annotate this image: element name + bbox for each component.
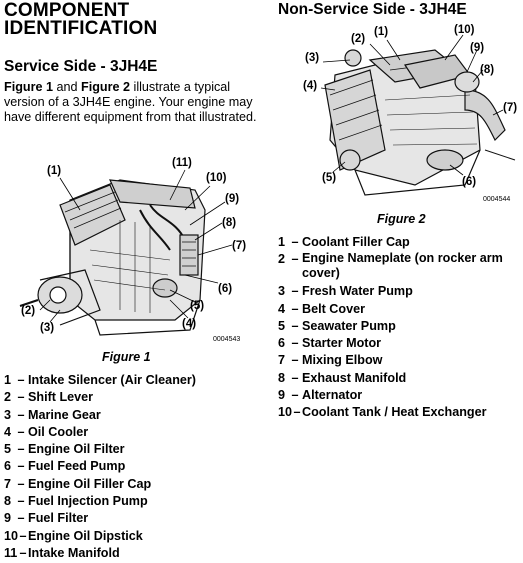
service-side-heading: Service Side - 3JH4E bbox=[4, 58, 158, 75]
list-item: 9–Alternator bbox=[278, 388, 363, 403]
list-item: 10–Engine Oil Dipstick bbox=[4, 528, 143, 543]
list-item: 3–Marine Gear bbox=[4, 407, 101, 422]
fig2-callout-10: (10) bbox=[454, 24, 475, 36]
list-item: 1–Intake Silencer (Air Cleaner) bbox=[4, 373, 196, 387]
fig2-callout-6: (6) bbox=[462, 176, 477, 188]
list-item: 7–Engine Oil Filler Cap bbox=[4, 476, 152, 491]
fig2-callout-5: (5) bbox=[322, 172, 337, 184]
list-item: 11–Intake Manifold bbox=[4, 545, 120, 560]
fig2-callout-9: (9) bbox=[470, 42, 485, 54]
figure2-ref: Figure 2 bbox=[81, 80, 131, 94]
list-item: 6–Starter Motor bbox=[278, 336, 382, 351]
list-item: 5–Engine Oil Filter bbox=[4, 442, 125, 457]
fig1-callout-4: (4) bbox=[182, 318, 197, 330]
fig1-callout-9: (9) bbox=[225, 193, 240, 205]
figure2-caption: Figure 2 bbox=[377, 212, 426, 226]
figure2-id: 0004544 bbox=[483, 196, 511, 203]
figure1-parts-list: 1–Intake Silencer (Air Cleaner) 2–Shift … bbox=[4, 372, 196, 562]
fig1-callout-10: (10) bbox=[206, 172, 227, 184]
fig1-callout-8: (8) bbox=[222, 217, 237, 229]
figure1-caption: Figure 1 bbox=[102, 350, 151, 364]
fig1-callout-1: (1) bbox=[47, 165, 62, 177]
figure1-id: 0004543 bbox=[213, 336, 241, 343]
fig2-callout-8: (8) bbox=[480, 64, 495, 76]
fig2-callout-4: (4) bbox=[303, 80, 318, 92]
figure2-parts-list: 1–Coolant Filler Cap 2–Engine Nameplate … bbox=[278, 234, 523, 422]
fig1-callout-5: (5) bbox=[190, 300, 205, 312]
intro-and: and bbox=[53, 80, 82, 94]
list-item: 3–Fresh Water Pump bbox=[278, 284, 413, 299]
list-item: 2–Engine Nameplate (on rocker arm cover) bbox=[278, 251, 503, 280]
page-title-line2: IDENTIFICATION bbox=[4, 18, 158, 39]
figure1-ref: Figure 1 bbox=[4, 80, 53, 94]
fig1-callout-6: (6) bbox=[218, 283, 233, 295]
fig1-callout-11: (11) bbox=[172, 157, 192, 169]
fig2-callout-7: (7) bbox=[503, 102, 518, 114]
list-item: 7–Mixing Elbow bbox=[278, 353, 383, 368]
list-item: 1–Coolant Filler Cap bbox=[278, 235, 410, 249]
non-service-side-heading: Non-Service Side - 3JH4E bbox=[278, 1, 467, 18]
list-item: 5–Seawater Pump bbox=[278, 318, 396, 333]
list-item: 2–Shift Lever bbox=[4, 390, 94, 405]
fig1-callout-2: (2) bbox=[21, 305, 36, 317]
intro-rest: illustrate a typical version of a 3JH4E … bbox=[4, 80, 257, 124]
figure2-engine-illustration bbox=[320, 34, 516, 196]
list-item: 6–Fuel Feed Pump bbox=[4, 459, 126, 474]
fig2-callout-2: (2) bbox=[351, 33, 366, 45]
page-title: COMPONENT IDENTIFICATION bbox=[4, 0, 158, 39]
list-item: 8–Exhaust Manifold bbox=[278, 370, 407, 385]
figure1-engine-illustration bbox=[19, 169, 233, 336]
list-item: 10–Coolant Tank / Heat Exchanger bbox=[278, 405, 487, 420]
fig1-callout-3: (3) bbox=[40, 322, 55, 334]
page-title-line1: COMPONENT bbox=[4, 0, 130, 21]
intro-paragraph: Figure 1 and Figure 2 illustrate a typic… bbox=[4, 80, 264, 125]
list-item: 8–Fuel Injection Pump bbox=[4, 494, 148, 509]
fig2-callout-1: (1) bbox=[374, 26, 389, 38]
fig2-callout-3: (3) bbox=[305, 52, 320, 64]
list-item: 4–Oil Cooler bbox=[4, 424, 89, 439]
fig1-callout-7: (7) bbox=[232, 240, 247, 252]
list-item: 4–Belt Cover bbox=[278, 301, 365, 316]
list-item: 9–Fuel Filter bbox=[4, 511, 89, 526]
